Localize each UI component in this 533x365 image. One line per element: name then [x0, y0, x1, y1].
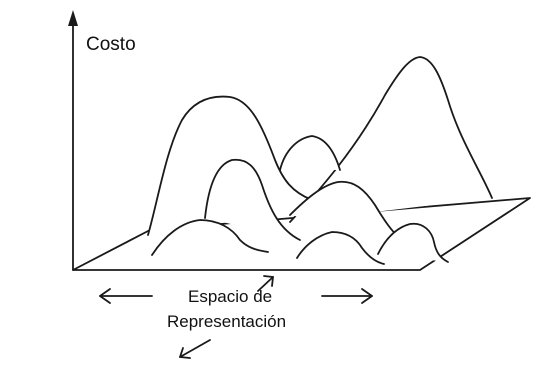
peak-front-right	[377, 222, 449, 263]
y-axis	[68, 10, 78, 271]
x-axis-label-line1: Espacio de	[188, 287, 273, 306]
right-arrow-icon	[321, 288, 373, 304]
x-axis-label-line2: Representación	[167, 312, 287, 331]
base-plane	[72, 197, 531, 271]
up-right-arrow-icon	[257, 275, 274, 292]
peak-middle-left	[204, 158, 301, 241]
down-left-arrow-icon	[179, 339, 211, 359]
peak-front-middle	[296, 231, 385, 265]
left-arrow-icon	[99, 288, 153, 304]
peak-back-middle	[279, 135, 341, 171]
peak-middle-right	[289, 180, 401, 239]
peak-front-left	[151, 219, 269, 256]
y-axis-arrowhead-icon	[68, 10, 78, 26]
y-axis-label: Costo	[86, 34, 136, 55]
peak-back-right	[289, 56, 493, 223]
